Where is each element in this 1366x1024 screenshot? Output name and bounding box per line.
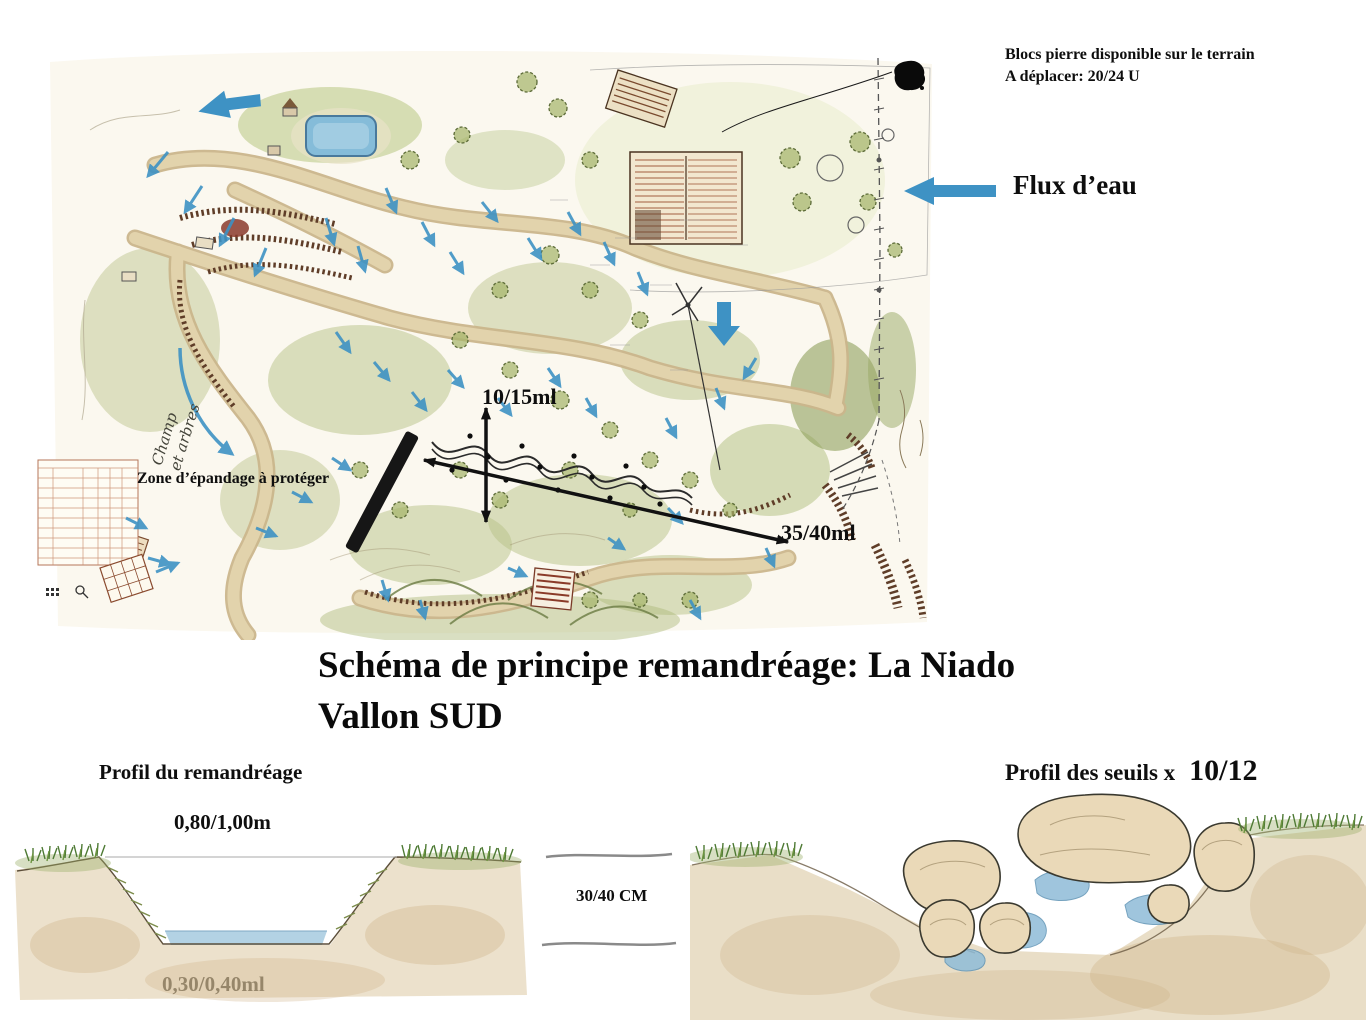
channel-water [165,931,327,945]
ink-blot-icon [721,60,926,133]
ground-wash [15,857,527,1000]
right-profile-count: 10/12 [1189,754,1258,787]
terrace-arcs [384,578,659,626]
page-title: Schéma de principe remandréage: La Niado… [318,640,1015,742]
depth-extent-lines [541,852,677,947]
windmill-symbol [671,282,721,471]
pool [291,108,391,164]
grid-dots-icon [46,588,59,596]
right-profile-title-row: Profil des seuils x 10/12 [1005,754,1258,788]
site-plan-sketch [37,50,932,640]
depth-note-label: 30/40 CM [576,886,648,905]
ground-shading [720,855,1366,1020]
legend-table [37,459,139,566]
rotated-grid-square [99,553,154,603]
grass [15,842,522,872]
water-flow-label: Flux d’eau [1013,170,1137,200]
top-width-label: 0,80/1,00m [174,810,271,834]
tiny-annotation-marks [550,199,748,371]
big-flow-arrow-top-left [198,90,261,118]
magnifier-icon [75,585,89,599]
dark-bar [345,431,419,553]
ground-shading [30,905,505,1002]
sill-stones [902,793,1255,958]
down-flow-arrow [708,302,740,346]
sill-profile-drawing [690,793,1366,1020]
channel-profile-drawing [15,842,527,1002]
barn-building [604,69,678,129]
measure-arrow-diagonal [422,457,790,545]
zone-label: Zone d’épandage à protéger [137,470,330,487]
upper-measure-label: 10/15ml [482,384,557,409]
paths-bands [126,149,849,640]
flow-arrows [125,151,776,621]
page-title-line2: Vallon SUD [318,696,503,738]
well-circles [816,128,895,234]
lower-measure-label: 35/40ml [781,520,856,545]
boundary-line [841,57,924,546]
stones-note-line2: A déplacer: 20/24 U [1005,68,1140,85]
ground-outline [16,856,522,945]
main-building [629,151,743,245]
courtyard-outline [589,64,931,293]
page-title-line1: Schéma de principe remandréage: La Niado [318,645,1016,686]
grass [690,812,1363,867]
ground-wash [690,825,1366,1020]
left-profile-title: Profil du remandréage [99,760,303,784]
red-kiosk [530,567,576,611]
water-flow-arrow-icon [904,177,996,205]
right-profile-title: Profil des seuils x [1005,760,1176,785]
stones-note-line1: Blocs pierre disponible sur le terrain [1005,46,1255,63]
slope-hatching [106,866,388,939]
stairs-symbol [829,451,879,497]
